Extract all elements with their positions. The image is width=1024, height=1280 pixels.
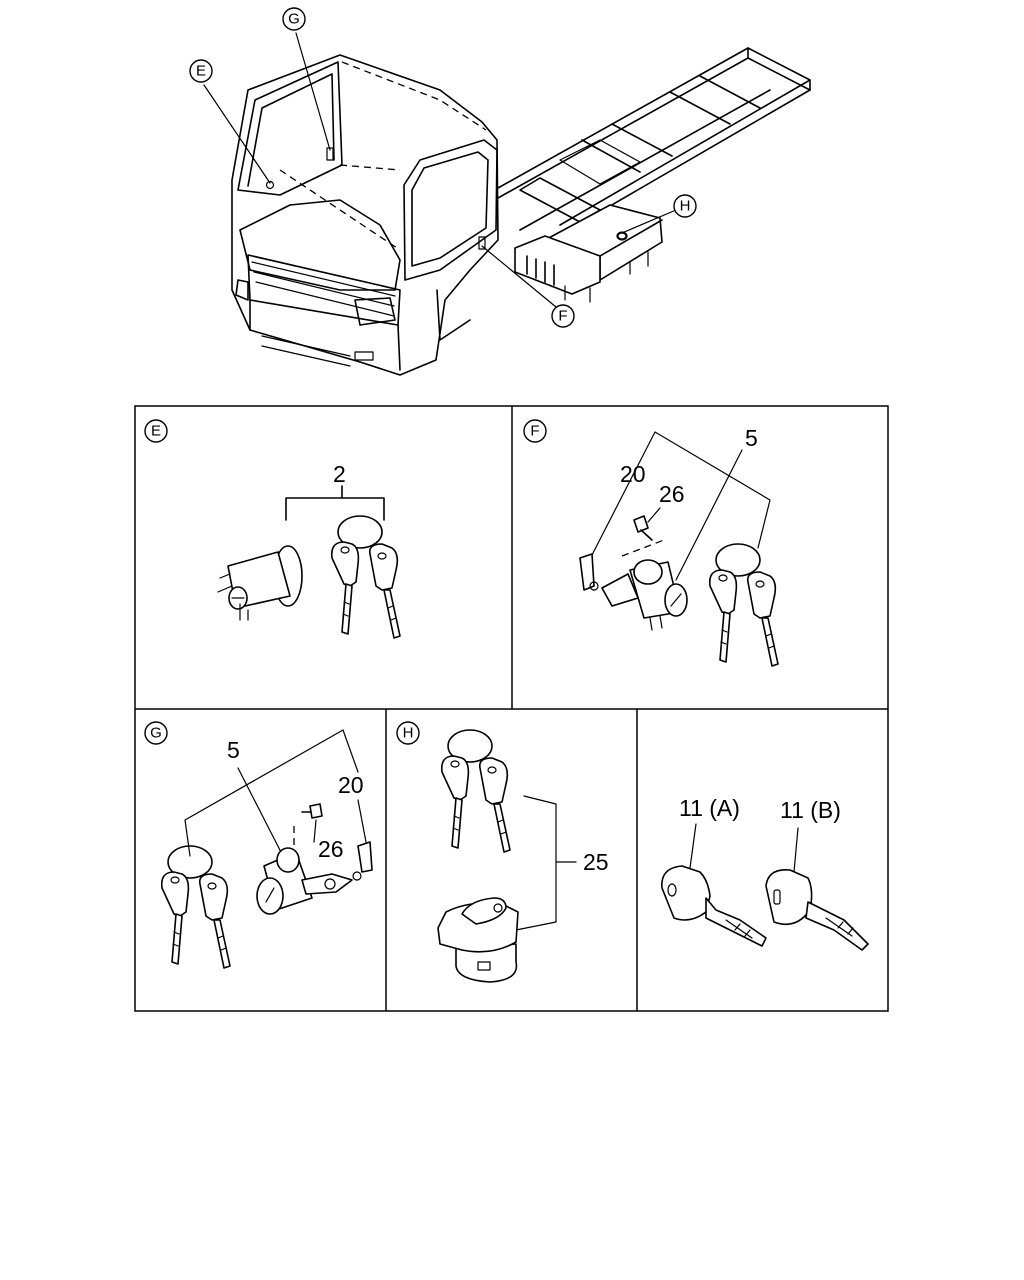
- svg-text:G: G: [150, 725, 162, 742]
- svg-text:E: E: [196, 63, 206, 80]
- truck-cab: [231, 54, 627, 376]
- panel-g: G 5 20 26: [144, 721, 373, 969]
- svg-text:H: H: [680, 198, 691, 215]
- callout-e: E: [189, 59, 213, 83]
- part-number-2: 2: [333, 461, 346, 487]
- svg-text:F: F: [530, 423, 539, 440]
- panel-e: E 2: [144, 419, 401, 639]
- panel-h-label: H: [396, 721, 420, 745]
- panel-g-label: G: [144, 721, 168, 745]
- key-label-a: 11 (A): [679, 795, 740, 821]
- part-number-5: 5: [745, 425, 758, 451]
- svg-text:E: E: [151, 423, 161, 440]
- key-set-h: [440, 729, 511, 853]
- lock-cylinder-g: [256, 847, 353, 915]
- part-number-20: 20: [338, 772, 364, 798]
- svg-text:H: H: [403, 725, 414, 742]
- panel-h: H 25: [396, 721, 609, 983]
- key-b: [765, 869, 869, 951]
- svg-text:G: G: [288, 11, 300, 28]
- svg-text:F: F: [558, 308, 567, 325]
- retainer-clip: [579, 553, 599, 591]
- part-number-26: 26: [318, 836, 344, 862]
- callout-f: F: [551, 304, 575, 328]
- part-number-5: 5: [227, 737, 240, 763]
- fuel-tank: [514, 204, 663, 303]
- part-number-20: 20: [620, 461, 646, 487]
- key-a: [661, 865, 767, 947]
- part-number-25: 25: [583, 849, 609, 875]
- key-set-g: [160, 845, 231, 969]
- key-label-b: 11 (B): [780, 797, 841, 823]
- callout-h: H: [673, 194, 697, 218]
- lock-cylinder: [217, 545, 303, 621]
- panel-f: F 20 26 5: [523, 419, 779, 667]
- fuel-cap: [437, 897, 519, 983]
- key-set-e: [330, 515, 401, 639]
- panel-grid: [134, 405, 889, 1012]
- lock-cylinder-f: [601, 559, 688, 631]
- bolt-g: [301, 803, 323, 819]
- panel-e-label: E: [144, 419, 168, 443]
- retainer-clip-g: [352, 841, 373, 881]
- part-number-26: 26: [659, 481, 685, 507]
- panel-f-label: F: [523, 419, 547, 443]
- chassis-frame: [497, 47, 811, 236]
- callout-g: G: [282, 7, 306, 31]
- truck-overview: E G F H: [189, 7, 811, 376]
- panel-keys: 11 (A) 11 (B): [661, 795, 869, 951]
- key-set-f: [708, 543, 779, 667]
- bolt: [633, 515, 653, 541]
